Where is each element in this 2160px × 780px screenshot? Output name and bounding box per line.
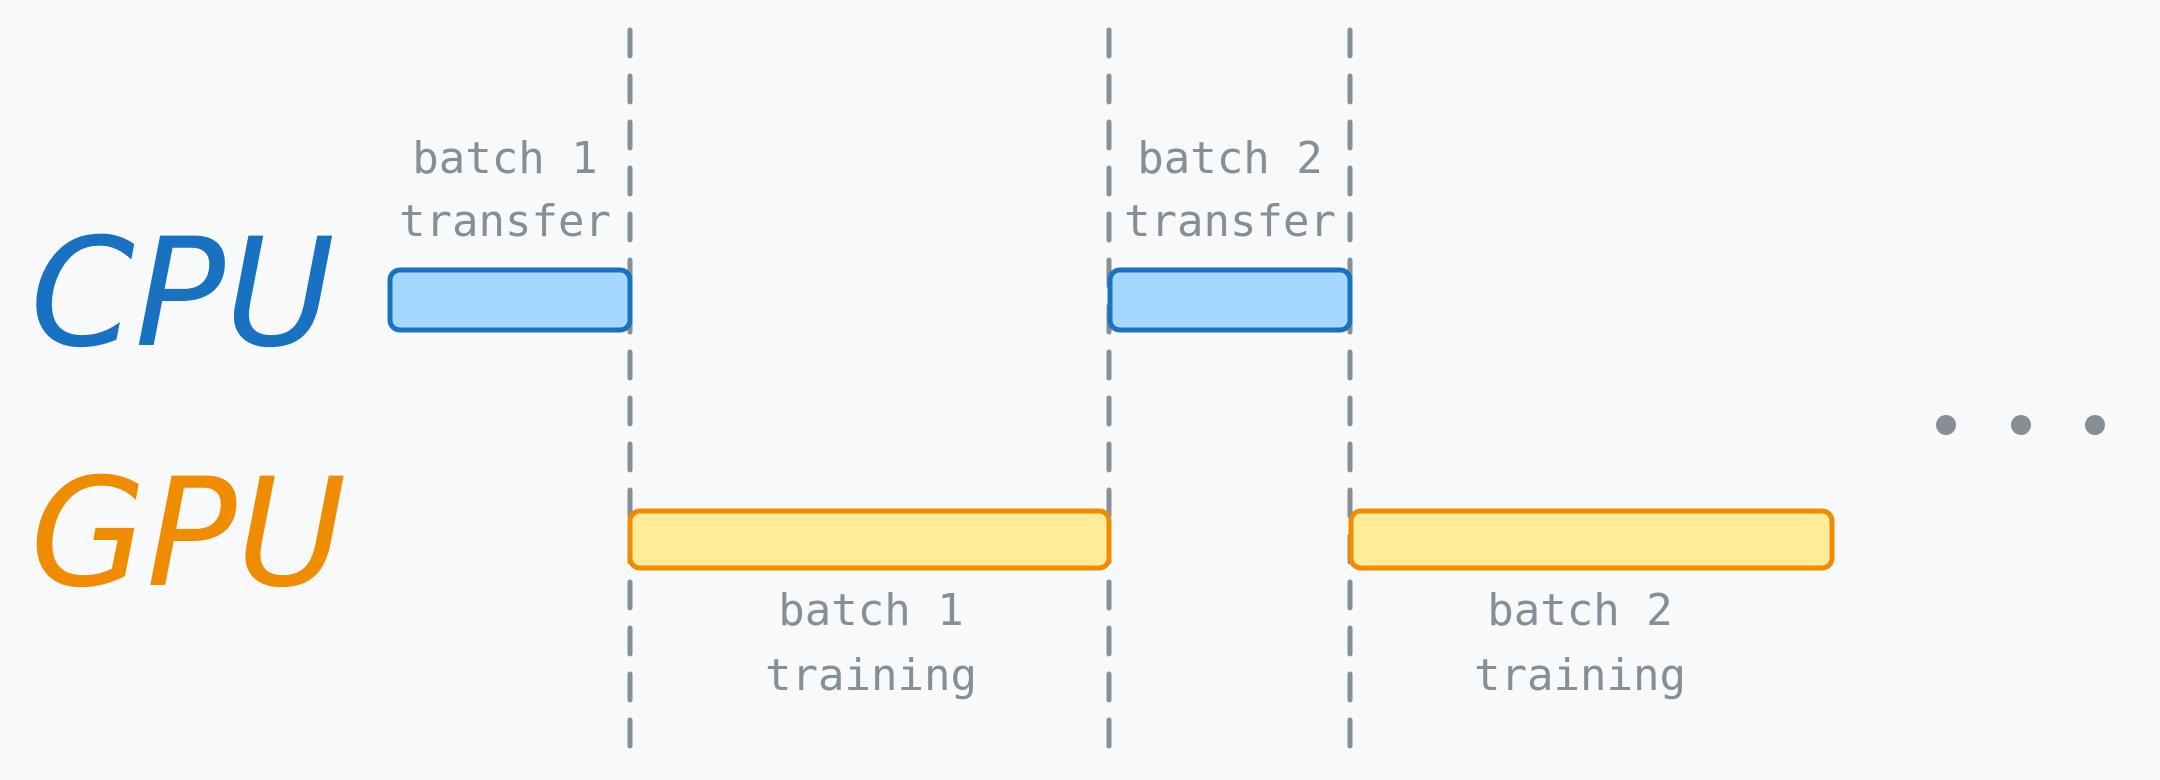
gpu-batch-2-label-line2: training (1474, 650, 1686, 701)
cpu-batch-2-transfer-block (1107, 267, 1353, 333)
gpu-batch-2-label-line1: batch 2 (1487, 585, 1672, 636)
ellipsis-dot (2011, 415, 2031, 435)
gpu-batch-2-training-block (1348, 508, 1835, 571)
cpu-batch-1-label-line1: batch 1 (412, 133, 597, 184)
cpu-label: CPU (30, 207, 335, 381)
cpu-batch-2-label-line1: batch 2 (1137, 133, 1322, 184)
gpu-batch-1-training-block (627, 508, 1112, 571)
ellipsis-dot (2085, 415, 2105, 435)
gpu-batch-1-label-line2: training (765, 650, 977, 701)
cpu-batch-1-transfer-block (387, 267, 633, 333)
gpu-batch-1-label-line1: batch 1 (778, 585, 963, 636)
gpu-label: GPU (30, 447, 346, 621)
continuation-ellipsis: ... (1936, 415, 2105, 435)
ellipsis-dot (1936, 415, 1956, 435)
cpu-batch-2-label-line2: transfer (1124, 196, 1336, 247)
cpu-batch-1-label-line2: transfer (399, 196, 611, 247)
